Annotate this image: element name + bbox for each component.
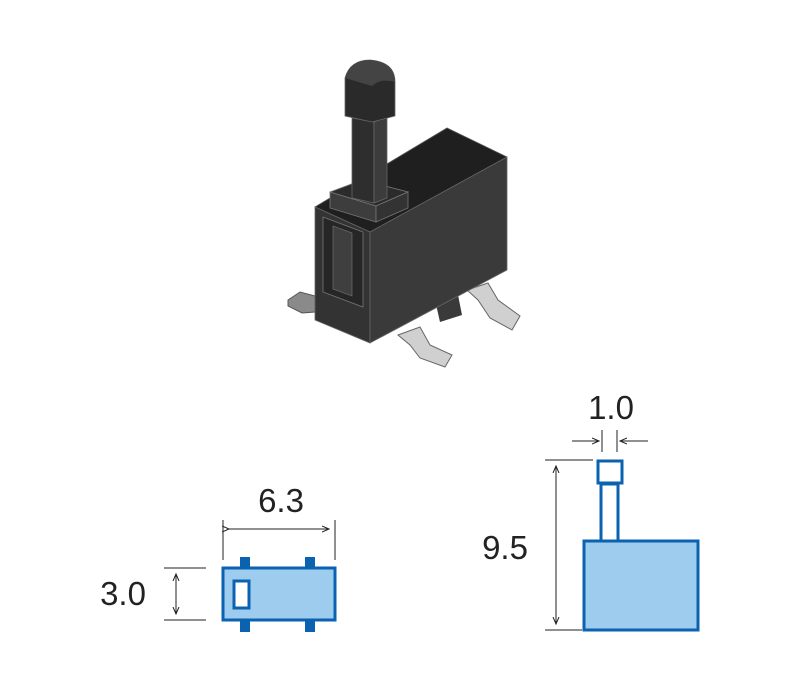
body-front-face [369,156,508,344]
top-view-lever [232,579,251,610]
top-view-diagram: 6.3 3.0 [100,482,337,632]
width-dimension-label: 6.3 [258,482,304,519]
side-slot-inner [332,225,353,297]
switch-3d-illustration [287,59,521,368]
side-view-lever-cap [596,459,624,485]
top-view-pin [240,557,250,569]
lever-width-dimension-label: 1.0 [588,389,634,426]
lever-rod [351,117,375,204]
lever-cap-top [345,60,395,86]
top-view-pin [305,620,315,632]
side-view-diagram: 1.0 9.5 [482,389,700,632]
top-view-pin [305,557,315,569]
lever-rod-side [373,116,388,204]
top-view-pin [240,620,250,632]
side-view-body [582,539,700,632]
height-dimension-label: 9.5 [482,529,528,566]
lever-base-side [375,191,409,223]
left-solder-tab [287,291,316,314]
right-solder-lead [466,282,521,331]
depth-dimension-label: 3.0 [100,575,146,612]
front-solder-lead [397,326,453,368]
side-view-lever-rod [599,482,620,543]
